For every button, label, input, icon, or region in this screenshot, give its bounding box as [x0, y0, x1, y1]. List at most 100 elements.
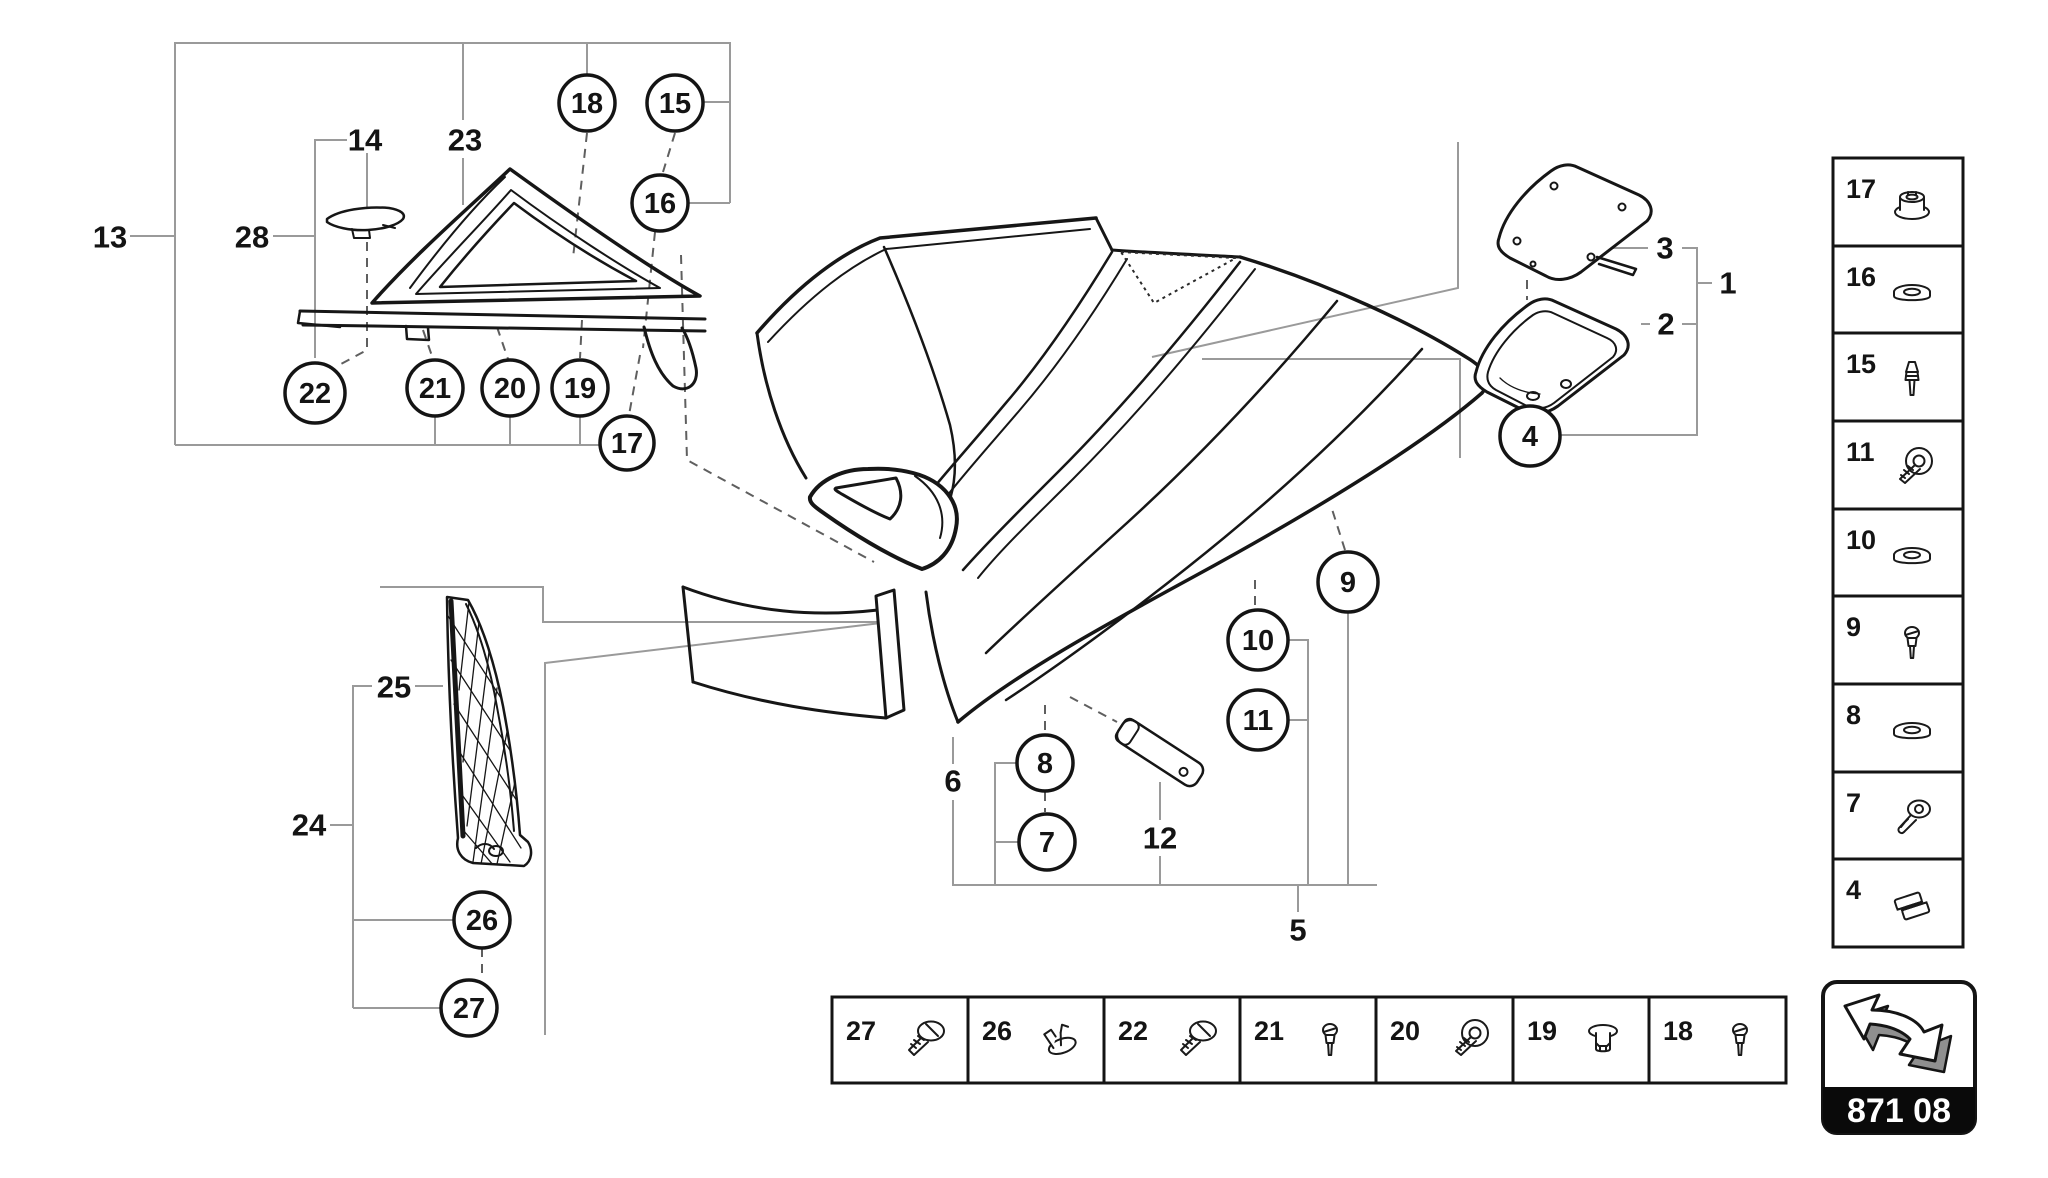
washer-icon: [1893, 547, 1931, 565]
svg-text:7: 7: [1846, 788, 1861, 818]
svg-text:27: 27: [453, 993, 485, 1025]
callout-27[interactable]: 27: [439, 978, 499, 1038]
label-28: 28: [235, 220, 269, 255]
mirror-cap: [325, 206, 406, 239]
nav-code-band: [1823, 1087, 1975, 1133]
svg-text:20: 20: [494, 373, 526, 405]
svg-text:21: 21: [1254, 1016, 1284, 1046]
legend-cell-9[interactable]: 9: [1831, 594, 1965, 686]
svg-text:16: 16: [1846, 262, 1876, 292]
svg-text:11: 11: [1846, 437, 1875, 467]
label-2: 2: [1657, 307, 1674, 342]
washer-icon: [1893, 284, 1931, 302]
callout-9[interactable]: 9: [1316, 550, 1380, 614]
legend-cell-20[interactable]: 20: [1374, 995, 1515, 1085]
label-1: 1: [1719, 266, 1736, 301]
legend-cell-26[interactable]: 26: [966, 995, 1106, 1085]
svg-text:22: 22: [299, 378, 331, 410]
label-23: 23: [448, 123, 482, 158]
support-bracket: [1114, 717, 1205, 788]
callout-20[interactable]: 20: [480, 358, 540, 418]
fastener-legend-right: 17 16 15 11 10 9 8: [1831, 156, 1965, 949]
air-intake-grille: [445, 595, 533, 868]
fastener-legend-bottom: 27 26 22 21 20 19 18: [830, 995, 1788, 1085]
svg-text:10: 10: [1242, 625, 1274, 657]
label-5: 5: [1289, 913, 1306, 948]
callout-4[interactable]: 4: [1498, 404, 1562, 468]
callout-21[interactable]: 21: [405, 358, 465, 418]
svg-text:8: 8: [1037, 748, 1053, 780]
legend-cell-22[interactable]: 22: [1102, 995, 1242, 1085]
mounting-plate-lower: [1473, 297, 1630, 415]
dashed-leader-lines: [340, 132, 1528, 978]
side-sill-panel: [681, 585, 906, 720]
label-25: 25: [377, 670, 411, 705]
callout-7[interactable]: 7: [1017, 812, 1077, 872]
callout-19[interactable]: 19: [550, 358, 610, 418]
quarter-window-frame: [296, 167, 707, 391]
legend-cell-7[interactable]: 7: [1831, 770, 1965, 861]
callout-26[interactable]: 26: [452, 890, 512, 950]
svg-text:9: 9: [1340, 567, 1356, 599]
grille-mesh: [447, 601, 522, 866]
callout-22[interactable]: 22: [283, 361, 347, 425]
label-12: 12: [1143, 821, 1177, 856]
svg-text:8: 8: [1846, 700, 1861, 730]
svg-text:16: 16: [644, 188, 676, 220]
legend-cell-18[interactable]: 18: [1647, 995, 1788, 1085]
section-nav-box[interactable]: 871 08: [1821, 980, 1977, 1135]
callout-8[interactable]: 8: [1015, 733, 1075, 793]
callout-15[interactable]: 15: [645, 73, 705, 133]
legend-cell-10[interactable]: 10: [1831, 507, 1965, 598]
svg-text:15: 15: [1846, 349, 1876, 379]
label-24: 24: [292, 808, 327, 843]
legend-cell-17[interactable]: 17: [1831, 156, 1965, 248]
svg-text:17: 17: [1846, 174, 1876, 204]
svg-text:9: 9: [1846, 612, 1861, 642]
svg-text:26: 26: [982, 1016, 1012, 1046]
callout-10[interactable]: 10: [1226, 608, 1290, 672]
svg-text:22: 22: [1118, 1016, 1148, 1046]
legend-cell-15[interactable]: 15: [1831, 331, 1965, 423]
svg-text:18: 18: [571, 88, 603, 120]
legend-cell-16[interactable]: 16: [1831, 244, 1965, 335]
svg-text:17: 17: [611, 428, 643, 460]
circled-callouts: 18 15 16 22 21 20 19 17 4 9 10 11 8 7 26…: [283, 73, 1562, 1038]
back-arrow-3d-icon: [1843, 993, 1953, 1074]
svg-text:4: 4: [1846, 875, 1861, 905]
svg-text:21: 21: [419, 373, 451, 405]
sealant-patch: [1119, 250, 1240, 305]
callout-16[interactable]: 16: [630, 173, 690, 233]
flange-nut-icon: [1894, 191, 1930, 220]
legend-cell-21[interactable]: 21: [1238, 995, 1378, 1085]
svg-text:27: 27: [846, 1016, 876, 1046]
legend-cell-19[interactable]: 19: [1511, 995, 1651, 1085]
number-labels: 13 28 14 23 24 25 6 12 5 1 2 3: [93, 123, 1737, 948]
svg-text:15: 15: [659, 88, 691, 120]
svg-text:11: 11: [1243, 705, 1274, 737]
legend-cell-27[interactable]: 27: [830, 995, 970, 1085]
svg-text:10: 10: [1846, 525, 1876, 555]
label-6: 6: [944, 764, 961, 799]
label-13: 13: [93, 220, 127, 255]
label-14: 14: [348, 123, 383, 158]
section-code: 871 08: [1847, 1092, 1951, 1130]
svg-text:7: 7: [1039, 827, 1055, 859]
svg-text:4: 4: [1522, 421, 1538, 453]
callout-17[interactable]: 17: [598, 414, 656, 472]
legend-cell-11[interactable]: 11: [1831, 419, 1965, 511]
svg-text:19: 19: [1527, 1016, 1557, 1046]
legend-cell-8[interactable]: 8: [1831, 682, 1965, 774]
svg-text:26: 26: [466, 905, 498, 937]
legend-cell-4[interactable]: 4: [1831, 857, 1965, 949]
callout-11[interactable]: 11: [1226, 688, 1290, 752]
mounting-plate-upper: [1496, 163, 1653, 281]
label-3: 3: [1656, 231, 1673, 266]
svg-text:20: 20: [1390, 1016, 1420, 1046]
callout-18[interactable]: 18: [557, 73, 617, 133]
washer-icon: [1893, 722, 1931, 740]
roof-scoop: [807, 466, 959, 571]
svg-text:19: 19: [564, 373, 596, 405]
